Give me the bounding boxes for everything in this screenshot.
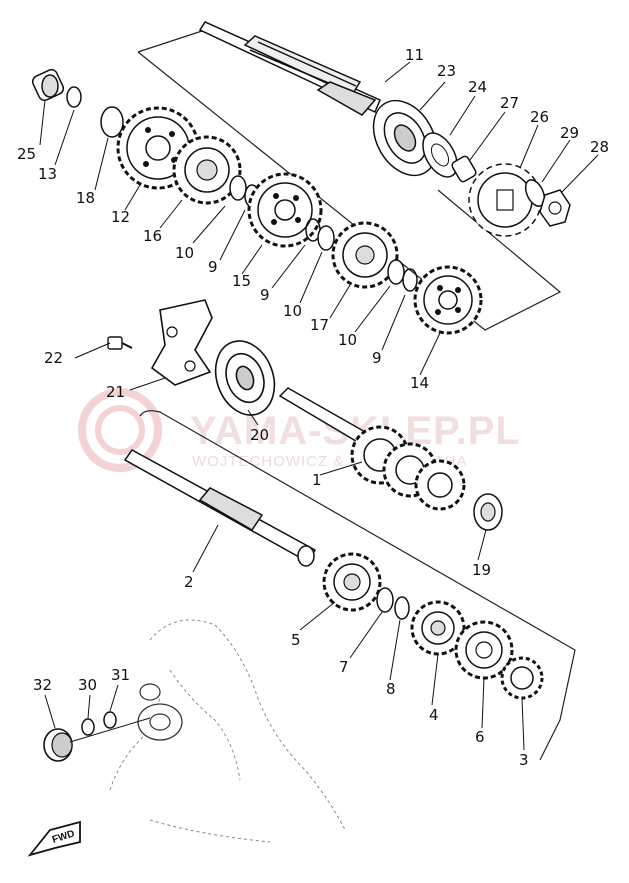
main-axle-2 (123, 449, 317, 567)
drive-sprocket-26 (468, 163, 542, 237)
o-ring-30 (81, 718, 95, 736)
part-label-15: 15 (232, 272, 251, 290)
part-label-1: 1 (312, 471, 322, 489)
part-label-24: 24 (468, 78, 487, 96)
bearing-20 (214, 340, 276, 416)
oil-seal-24 (422, 132, 458, 178)
part-label-28: 28 (590, 138, 609, 156)
part-label-20: 20 (250, 426, 269, 444)
part-label-9b: 9 (260, 286, 270, 304)
nut-28 (539, 189, 571, 227)
drive-axle-1 (278, 387, 466, 511)
part-label-14: 14 (410, 374, 429, 392)
part-label-10a: 10 (175, 244, 194, 262)
gear-15 (247, 172, 323, 248)
part-label-3: 3 (519, 751, 529, 769)
part-label-9a: 9 (208, 258, 218, 276)
part-labels: 11 23 24 27 26 29 28 25 13 18 12 16 10 9… (17, 46, 609, 769)
fwd-arrow-icon: FWD (27, 820, 81, 857)
washer-10-c (387, 259, 405, 285)
part-label-13: 13 (38, 165, 57, 183)
gear-5 (322, 552, 382, 612)
lock-washer-29 (524, 179, 546, 207)
part-label-4: 4 (429, 706, 439, 724)
part-label-11: 11 (405, 46, 424, 64)
washer-10-b (317, 225, 335, 251)
collar-19 (473, 493, 503, 531)
part-label-31: 31 (111, 666, 130, 684)
washer-10-a (229, 175, 247, 201)
screw-22 (107, 336, 133, 350)
part-label-26: 26 (530, 108, 549, 126)
bearing-25 (31, 68, 65, 102)
crankcase-boss (137, 683, 183, 741)
assembly-line-plug (69, 717, 151, 743)
circlip-9-c (402, 268, 418, 292)
leader-lines (39, 61, 599, 751)
bearing-stopper-21 (150, 299, 213, 386)
part-label-6: 6 (475, 728, 485, 746)
part-label-18: 18 (76, 189, 95, 207)
part-label-19: 19 (472, 561, 491, 579)
part-label-29: 29 (560, 124, 579, 142)
gear-4 (410, 600, 466, 656)
part-label-7: 7 (339, 658, 349, 676)
part-label-27: 27 (500, 94, 519, 112)
part-label-10c: 10 (338, 331, 357, 349)
part-label-16: 16 (143, 227, 162, 245)
watermark-logo (78, 388, 162, 472)
circlip-13 (66, 86, 82, 108)
part-label-17: 17 (310, 316, 329, 334)
part-label-22: 22 (44, 349, 63, 367)
bearing-23 (372, 99, 438, 177)
gear-16 (172, 135, 242, 205)
part-label-8: 8 (386, 680, 396, 698)
circlip-8 (394, 596, 410, 620)
part-label-10b: 10 (283, 302, 302, 320)
part-label-21: 21 (106, 383, 125, 401)
part-label-30: 30 (78, 676, 97, 694)
gear-3 (500, 656, 544, 700)
lower-group-outline (139, 410, 576, 761)
part-label-5: 5 (291, 631, 301, 649)
washer-7 (376, 587, 394, 613)
gear-14 (413, 265, 483, 335)
plug-32 (43, 728, 73, 762)
part-label-9c: 9 (372, 349, 382, 367)
washer-18 (100, 106, 124, 138)
collar-27 (451, 155, 477, 183)
gear-17 (331, 221, 399, 289)
part-label-23: 23 (437, 62, 456, 80)
part-label-25: 25 (17, 145, 36, 163)
part-label-12: 12 (111, 208, 130, 226)
circlip-31 (103, 711, 117, 729)
part-label-2: 2 (184, 573, 194, 591)
part-label-32: 32 (33, 676, 52, 694)
main-axle (198, 21, 381, 116)
